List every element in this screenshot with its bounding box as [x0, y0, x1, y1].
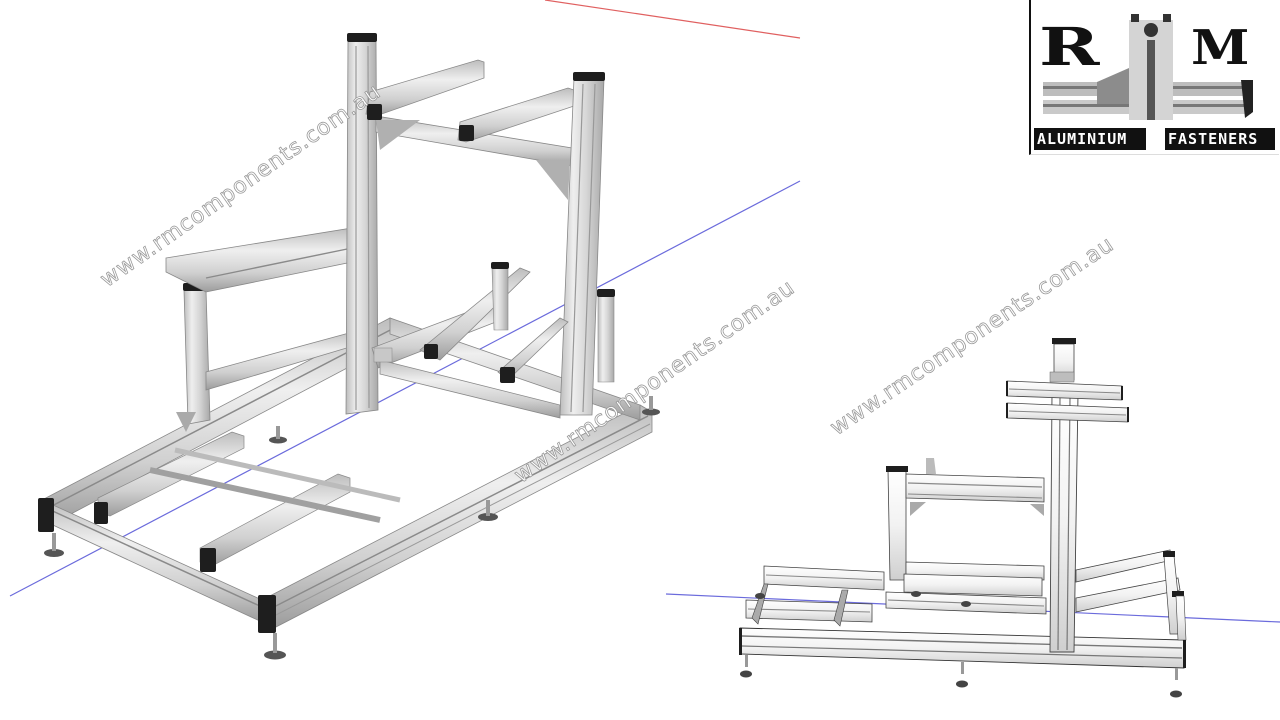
logo-letter-r: R [1039, 17, 1100, 78]
front-frame [739, 338, 1187, 698]
end-cap [424, 344, 438, 359]
end-cap [94, 502, 108, 524]
end-cap [38, 498, 54, 532]
end-cap [500, 367, 515, 383]
end-cap [258, 595, 276, 633]
end-cap [367, 104, 382, 120]
end-cap [200, 548, 216, 572]
logo-tagline-right: FASTENERS [1165, 128, 1275, 150]
logo-tagline-left: ALUMINIUM [1034, 128, 1146, 150]
isometric-frame [38, 33, 660, 660]
red-axis-line [544, 0, 801, 39]
logo-letter-m: M [1191, 20, 1250, 76]
brand-logo: R M ALUMINIUM FASTENERS [1029, 0, 1279, 155]
logo-graphic [1043, 14, 1253, 120]
blue-axis-line-left [9, 180, 801, 597]
end-cap [459, 125, 474, 141]
